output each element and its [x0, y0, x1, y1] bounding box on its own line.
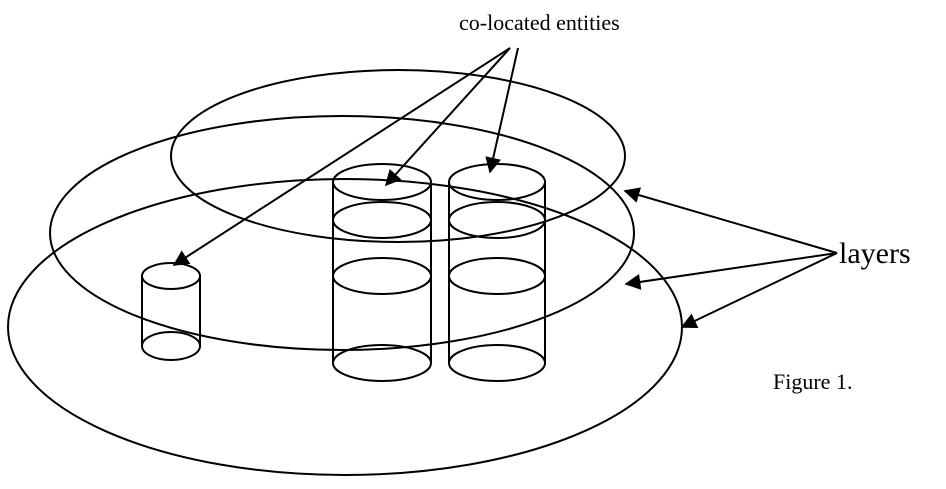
layer-bottom: [7, 178, 683, 476]
layers-label: layers: [839, 237, 911, 270]
layer-top: [170, 69, 626, 243]
arrow-to-column-2: [485, 47, 519, 174]
layers-arrows: [623, 187, 838, 329]
entity-cylinder-small: [141, 262, 201, 361]
arrow-to-small-cylinder: [172, 47, 511, 266]
arrow-to-layer-top: [623, 187, 838, 254]
layer-middle: [49, 115, 635, 351]
arrow-to-layer-bottom: [680, 252, 838, 329]
arrow-to-layer-middle: [624, 252, 838, 290]
layers-group: [7, 69, 683, 476]
arrow-to-column-1: [384, 47, 511, 187]
entity-cylinder-column-1: [332, 163, 432, 382]
colocated-entities-label: co-located entities: [459, 10, 620, 35]
colocated-arrows: [172, 47, 519, 266]
figure-caption: Figure 1.: [773, 369, 852, 394]
entity-cylinder-column-2: [448, 163, 546, 382]
